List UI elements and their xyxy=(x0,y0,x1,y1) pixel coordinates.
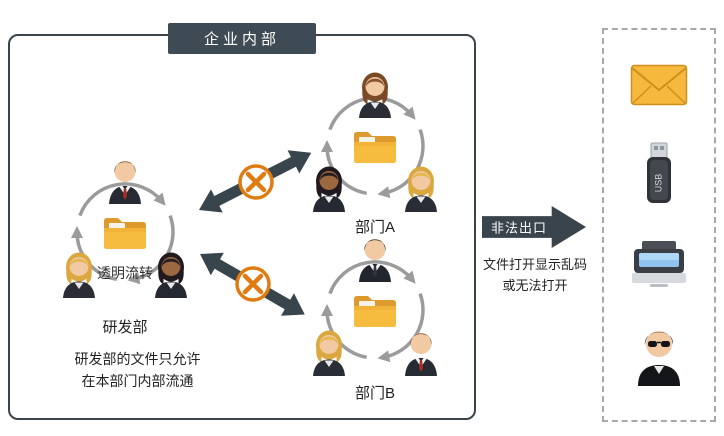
person-icon xyxy=(399,160,443,212)
person-icon xyxy=(307,324,351,376)
printer-icon xyxy=(632,241,686,288)
group-dept-b xyxy=(305,240,445,380)
person-icon xyxy=(353,66,397,118)
group-label-dept-b: 部门B xyxy=(354,385,395,402)
external-channels-box: USB xyxy=(602,28,716,422)
illegal-export-arrow: 非法出口 xyxy=(482,206,586,248)
export-note-line1: 文件打开显示乱码 xyxy=(482,257,587,272)
email-icon xyxy=(630,65,688,106)
person-icon xyxy=(399,324,443,376)
spy-icon xyxy=(638,330,680,386)
external-channel-email xyxy=(630,64,688,106)
export-note-line2: 或无法打开 xyxy=(502,278,568,294)
enterprise-header: 企业内部 xyxy=(167,23,317,54)
rd-policy-note-line2: 在本部门内部流通 xyxy=(81,373,194,390)
illegal-export-label: 非法出口 xyxy=(491,220,548,236)
folder-icon xyxy=(101,212,149,252)
usb-label: USB xyxy=(653,174,663,193)
rd-policy-note: 研发部的文件只允许 在本部门内部流通 xyxy=(25,348,250,393)
usb-drive-icon: USB xyxy=(647,142,671,203)
prohibition-icon xyxy=(235,266,271,302)
folder-icon xyxy=(351,290,399,330)
group-label-rd: 研发部 xyxy=(102,319,148,336)
group-label-dept-a: 部门A xyxy=(354,219,395,236)
person-icon xyxy=(353,230,397,282)
blocked-arrow-to-dept-a xyxy=(199,150,312,213)
enterprise-box: 企业内部 透明流转 研发部 研发部的文件只允许 在本部门内部流通 xyxy=(8,23,476,420)
group-rd: 透明流转 xyxy=(55,162,195,302)
external-channel-usb: USB xyxy=(643,141,675,205)
prohibition-icon xyxy=(238,164,274,200)
rd-policy-note-line1: 研发部的文件只允许 xyxy=(74,351,201,367)
person-icon xyxy=(103,152,147,204)
external-channel-spy xyxy=(630,324,688,386)
external-channel-printer xyxy=(630,239,688,289)
person-icon xyxy=(307,160,351,212)
export-note: 文件打开显示乱码 或无法打开 xyxy=(466,254,604,297)
transparent-flow-label: 透明流转 xyxy=(97,265,153,281)
folder-icon xyxy=(351,126,399,166)
group-dept-a xyxy=(305,76,445,216)
blocked-arrow-to-dept-b xyxy=(200,252,305,316)
